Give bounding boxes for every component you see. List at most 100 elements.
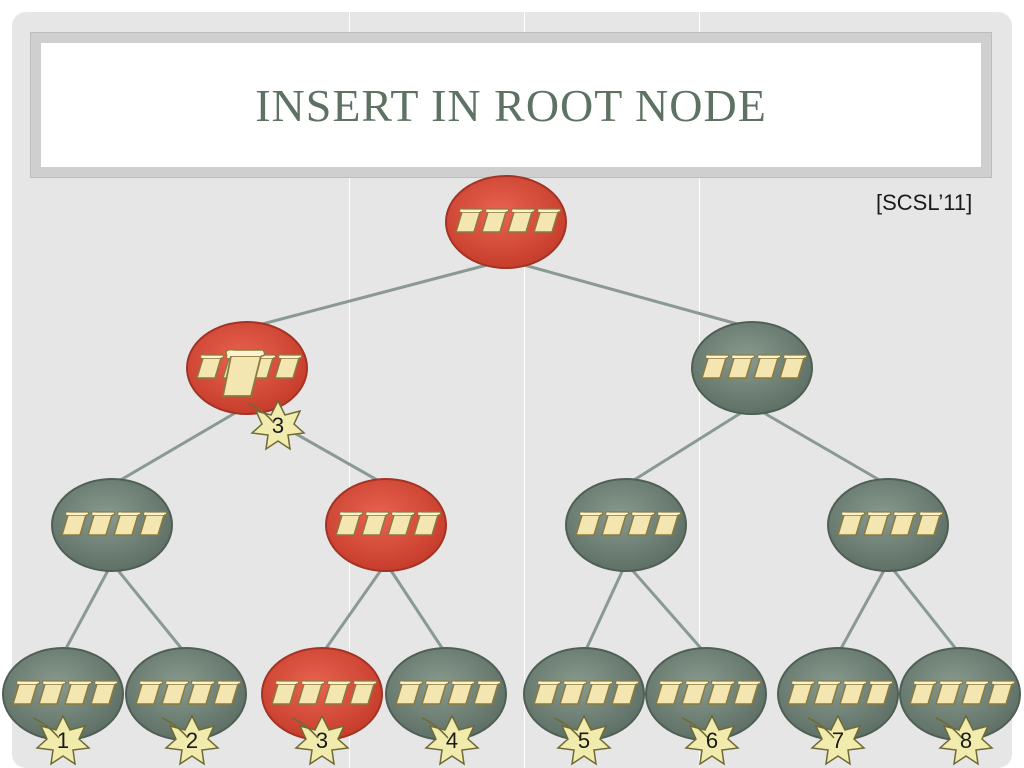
ivy-leaf-icon bbox=[684, 714, 740, 766]
scroll-array-icon bbox=[532, 680, 640, 705]
leaf-label: 5 bbox=[553, 714, 612, 766]
tree-edge bbox=[624, 562, 708, 655]
scroll-array-icon bbox=[270, 680, 378, 705]
leaf-label: 8 bbox=[935, 714, 994, 766]
scroll-curl bbox=[782, 354, 808, 359]
citation: [SCSL’11] bbox=[876, 190, 973, 215]
inserted-leaf-number: 3 bbox=[272, 413, 284, 438]
scroll-curl bbox=[352, 680, 378, 685]
tree-edge bbox=[886, 562, 962, 655]
scroll-array-icon bbox=[334, 511, 442, 536]
title-frame: Insert in Root Node bbox=[30, 32, 992, 178]
tree-node-l2-a bbox=[51, 478, 173, 572]
scroll-array-icon bbox=[908, 680, 1016, 705]
background-divider bbox=[349, 12, 350, 768]
leaf-label: 1 bbox=[32, 714, 91, 766]
inactive-node-ellipse bbox=[565, 478, 687, 572]
scroll-curl bbox=[866, 511, 892, 516]
scroll-curl bbox=[116, 511, 142, 516]
ivy-leaf-icon bbox=[35, 714, 91, 766]
tree-edge bbox=[246, 258, 507, 330]
scroll-curl bbox=[536, 680, 562, 685]
scroll-curl bbox=[588, 680, 614, 685]
leaf-number: 7 bbox=[832, 728, 844, 753]
tree-edge bbox=[384, 562, 448, 655]
scroll-curl bbox=[964, 680, 990, 685]
scroll-curl bbox=[398, 680, 424, 685]
tree-node-leaf-6 bbox=[645, 647, 767, 741]
scroll-curl bbox=[450, 680, 476, 685]
scroll-curl bbox=[424, 680, 450, 685]
tree-node-leaf-8 bbox=[899, 647, 1021, 741]
scroll-array-icon bbox=[60, 511, 168, 536]
tree-node-l2-c bbox=[565, 478, 687, 572]
scroll-curl bbox=[658, 680, 684, 685]
leaf-number: 8 bbox=[960, 728, 972, 753]
tree-edges bbox=[61, 258, 962, 655]
scroll-curl bbox=[216, 680, 242, 685]
tree-edge bbox=[751, 404, 889, 487]
scroll-curl bbox=[704, 354, 730, 359]
scroll-curl bbox=[225, 348, 266, 357]
scroll-curl bbox=[90, 511, 116, 516]
scroll-curl bbox=[912, 680, 938, 685]
scroll-curl bbox=[630, 511, 656, 516]
ivy-leaf-icon bbox=[164, 714, 220, 766]
ivy-leaf-icon bbox=[424, 714, 480, 766]
leaf-label: 6 bbox=[681, 714, 740, 766]
ivy-stem bbox=[32, 717, 60, 739]
leaf-label: 2 bbox=[161, 714, 220, 766]
active-node-ellipse bbox=[445, 175, 567, 269]
tree-edge bbox=[625, 404, 753, 487]
scroll-array-icon bbox=[394, 680, 502, 705]
leaf-number: 6 bbox=[706, 728, 718, 753]
scroll-curl bbox=[536, 208, 562, 213]
scroll-array-icon bbox=[11, 680, 119, 705]
tree-edge bbox=[582, 562, 628, 655]
tree-edge bbox=[110, 562, 188, 655]
ivy-stem bbox=[247, 402, 275, 424]
leaf-number: 2 bbox=[186, 728, 198, 753]
scroll-curl bbox=[816, 680, 842, 685]
scroll-curl bbox=[730, 354, 756, 359]
scroll-curl bbox=[142, 511, 168, 516]
scroll-curl bbox=[164, 680, 190, 685]
tree-nodes bbox=[2, 175, 1021, 741]
scroll-curl bbox=[199, 354, 225, 359]
ivy-leaf-icon bbox=[250, 399, 306, 451]
scroll-curl bbox=[190, 680, 216, 685]
scroll-curl bbox=[484, 208, 510, 213]
scroll-curl bbox=[510, 208, 536, 213]
slide-title: Insert in Root Node bbox=[255, 79, 767, 131]
scroll-curl bbox=[326, 680, 352, 685]
tree-edge bbox=[836, 562, 890, 655]
scroll-curl bbox=[840, 511, 866, 516]
ivy-leaf-icon bbox=[810, 714, 866, 766]
inactive-node-ellipse bbox=[691, 321, 813, 415]
leaf-label: 3 bbox=[291, 714, 350, 766]
scroll-curl bbox=[684, 680, 710, 685]
ivy-stem bbox=[161, 717, 189, 739]
inactive-node-ellipse bbox=[827, 478, 949, 572]
scroll-curl bbox=[756, 354, 782, 359]
scroll-curl bbox=[604, 511, 630, 516]
ivy-stem bbox=[935, 717, 963, 739]
scroll-curl bbox=[614, 680, 640, 685]
tree-edge bbox=[61, 562, 114, 655]
scroll-curl bbox=[562, 680, 588, 685]
leaf-number: 1 bbox=[57, 728, 69, 753]
scroll-curl bbox=[64, 511, 90, 516]
scroll-curl bbox=[476, 680, 502, 685]
scroll-curl bbox=[390, 511, 416, 516]
scroll-curl bbox=[918, 511, 944, 516]
slide-background: Insert in Root Node bbox=[12, 12, 1012, 768]
scroll-curl bbox=[300, 680, 326, 685]
scroll-curl bbox=[790, 680, 816, 685]
tree-edge bbox=[111, 404, 248, 487]
tree-node-leaf-2 bbox=[125, 647, 247, 741]
scroll-curl bbox=[93, 680, 119, 685]
ivy-stem bbox=[807, 717, 835, 739]
tree-node-leaf-1 bbox=[2, 647, 124, 741]
